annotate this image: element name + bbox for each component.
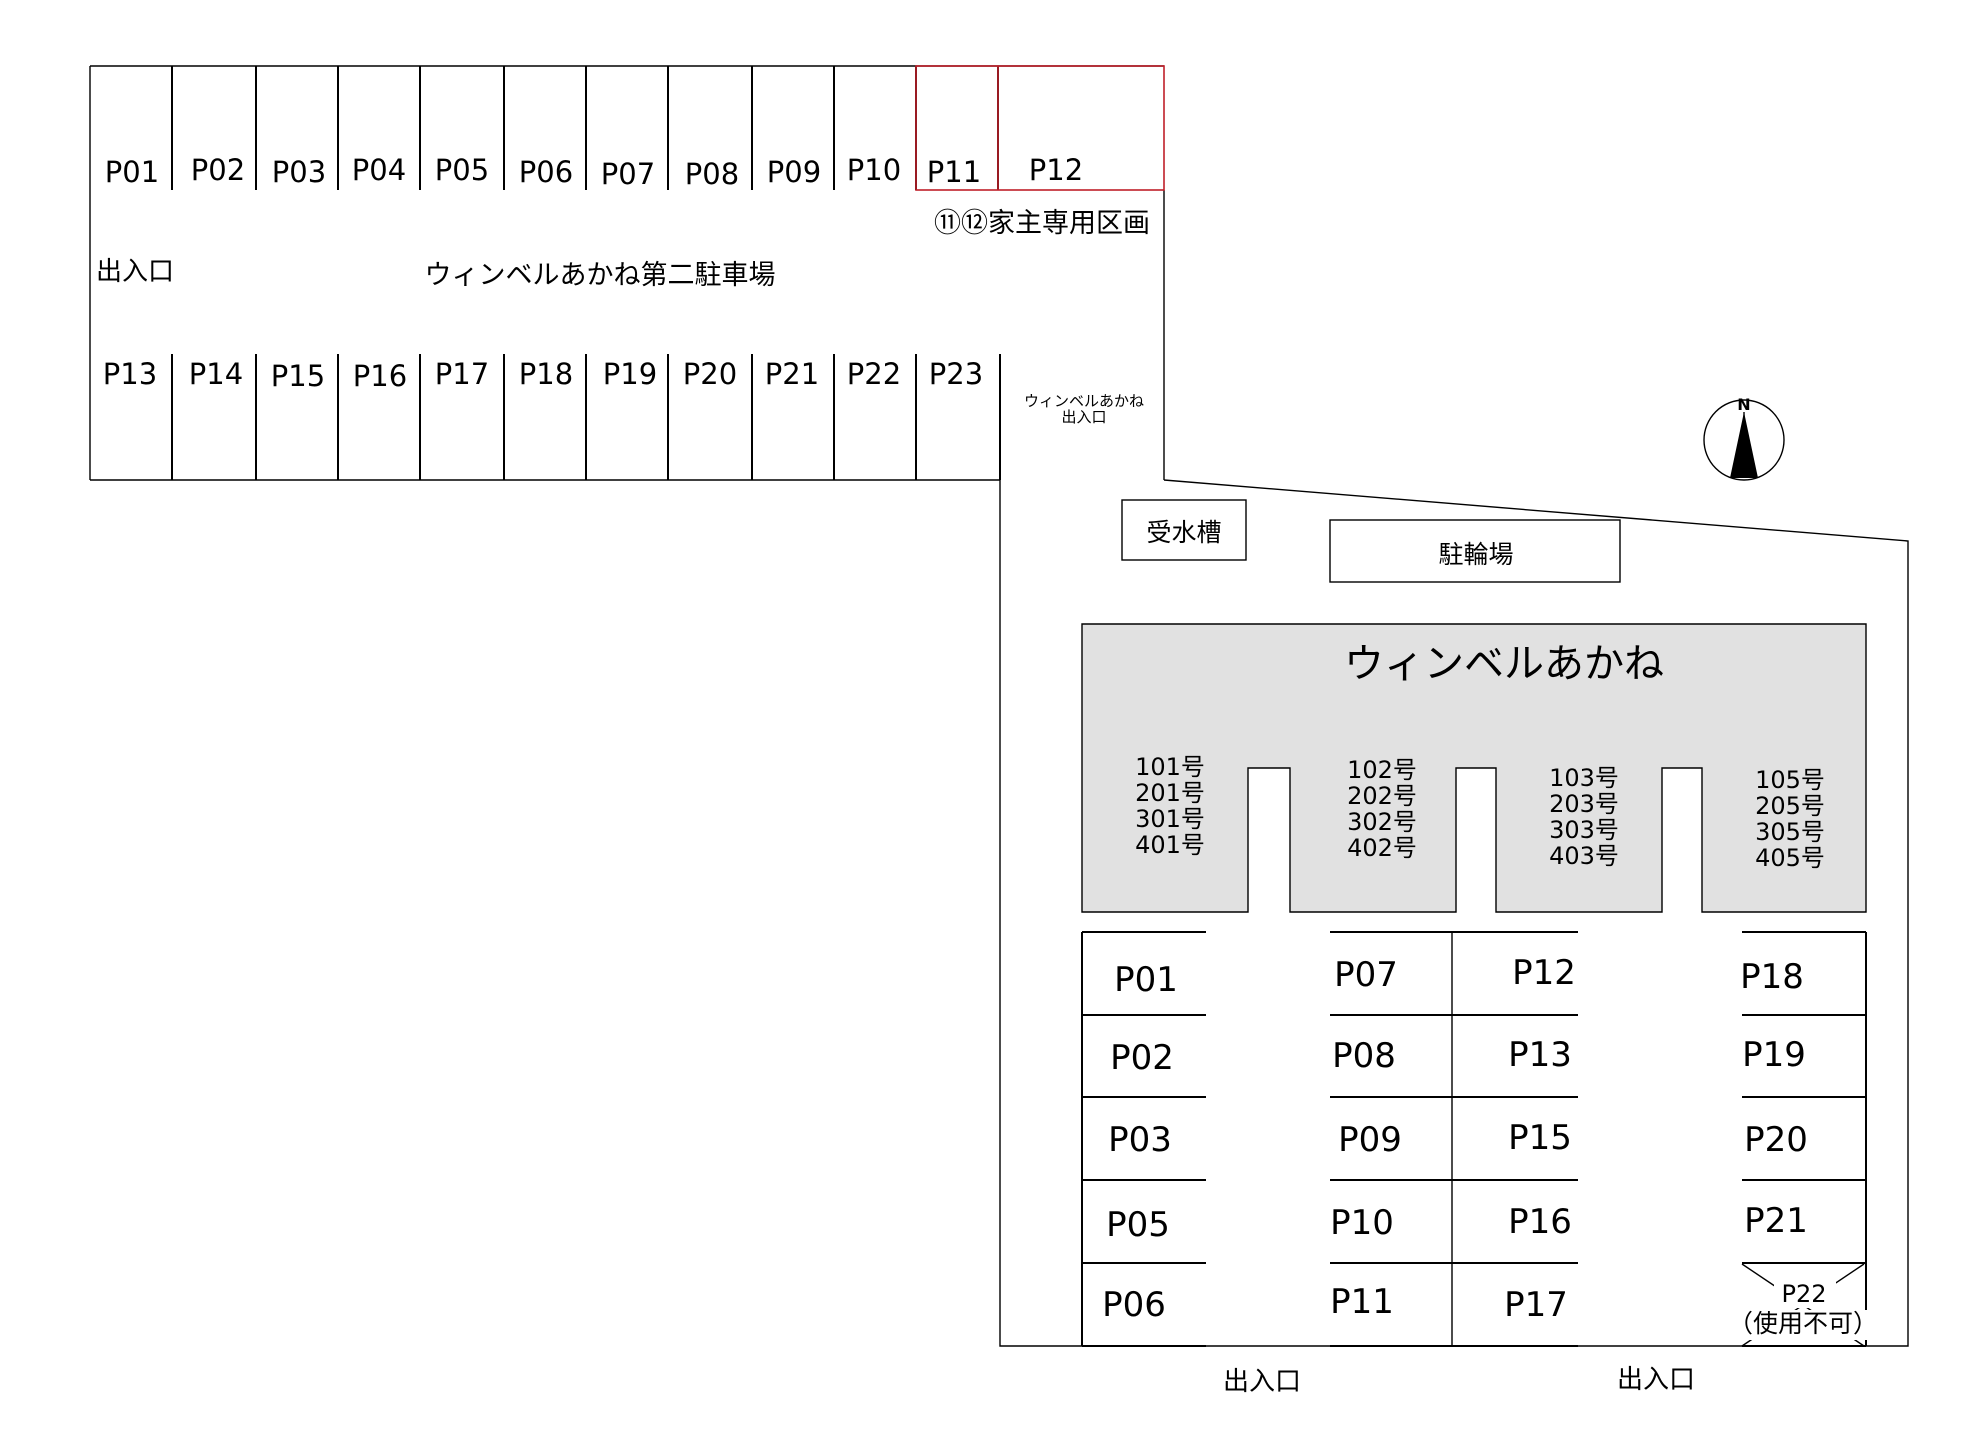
unit-label: 101号	[1135, 753, 1205, 781]
main-site: 受水槽 駐輪場 ウィンベルあかね 101号 201号 301号 401号 102…	[999, 479, 1909, 1397]
lot2-stall-label: P18	[519, 357, 573, 391]
site-boundary	[999, 479, 1909, 1347]
p22-label-bg	[1774, 1282, 1836, 1308]
north-compass-icon: N	[1703, 395, 1785, 481]
site-stall-label: P06	[1102, 1285, 1166, 1325]
site-stall-label: P19	[1742, 1035, 1806, 1075]
site-stall-label: P07	[1334, 955, 1398, 995]
water-tank-label: 受水槽	[1146, 518, 1221, 547]
unit-label: 401号	[1135, 831, 1205, 859]
unit-group: 105号 205号 305号 405号	[1755, 766, 1825, 872]
water-tank-box	[1121, 499, 1247, 561]
building-entrance-label: 出入口	[1061, 408, 1106, 426]
entrance-right-label: 出入口	[1617, 1365, 1695, 1395]
site-stall-label: P12	[1512, 953, 1576, 993]
p22-unavailable-note: （使用不可）	[1728, 1309, 1878, 1338]
lot2-stall-label: P09	[767, 155, 821, 189]
site-stall-label: P17	[1504, 1285, 1568, 1325]
unit-group: 101号 201号 301号 401号	[1135, 753, 1205, 859]
unit-group: 103号 203号 303号 403号	[1549, 764, 1619, 870]
lot2-stall-label: P23	[929, 357, 983, 391]
lot2-stall-label: P20	[683, 357, 737, 391]
bottom-row-dividers	[171, 354, 1001, 480]
compass-north-label: N	[1737, 395, 1750, 414]
site-stall-label: P05	[1106, 1205, 1170, 1245]
lot2-stall-label: P14	[189, 357, 243, 391]
parking-column-4: P18 P19 P20 P21 P22 （使用不可）	[1728, 957, 1878, 1338]
unit-label: 203号	[1549, 790, 1619, 818]
lot2-stall-label: P10	[847, 153, 901, 187]
bicycle-parking-label: 駐輪場	[1438, 540, 1513, 569]
unit-label: 102号	[1347, 756, 1417, 784]
lot2-stall-label: P04	[352, 153, 406, 187]
site-stall-label: P13	[1508, 1035, 1572, 1075]
bottom-row-labels: P13 P14 P15 P16 P17 P18 P19 P20 P21 P22 …	[103, 357, 983, 393]
entrance-left-label: 出入口	[1223, 1367, 1301, 1397]
lot2-stall-label: P16	[353, 359, 407, 393]
unit-label: 403号	[1549, 842, 1619, 870]
unit-label: 202号	[1347, 782, 1417, 810]
lot2-stall-label: P19	[603, 357, 657, 391]
lot2-stall-label: P05	[435, 153, 489, 187]
lot2-stall-label: P12	[1029, 153, 1083, 187]
lot2-stall-label: P01	[105, 155, 159, 189]
second-lot-entrance-label: 出入口	[96, 257, 174, 287]
lot2-stall-label: P02	[191, 153, 245, 187]
unit-label: 201号	[1135, 779, 1205, 807]
parking-column-1: P01 P02 P03 P05 P06	[1102, 960, 1178, 1325]
unit-label: 301号	[1135, 805, 1205, 833]
building-entrance-label: ウィンベルあかね	[1024, 392, 1144, 410]
lot2-stall-label: P22	[847, 357, 901, 391]
parking-column-3: P12 P13 P15 P16 P17	[1504, 953, 1576, 1325]
lot2-stall-label: P11	[927, 155, 981, 189]
site-stall-label: P03	[1108, 1120, 1172, 1160]
site-stall-label: P18	[1740, 957, 1804, 997]
lot2-stall-label: P13	[103, 357, 157, 391]
site-stall-label: P21	[1744, 1201, 1808, 1241]
unit-label: 405号	[1755, 844, 1825, 872]
lot2-stall-label: P15	[271, 359, 325, 393]
site-stall-label: P20	[1744, 1120, 1808, 1160]
site-stall-label: P15	[1508, 1118, 1572, 1158]
site-stall-label: P11	[1330, 1282, 1394, 1322]
compass-circle	[1703, 399, 1785, 481]
lot2-stall-label: P21	[765, 357, 819, 391]
site-stall-label: P01	[1114, 960, 1178, 1000]
landlord-reserved-note: ⑪⑫家主専用区画	[934, 208, 1150, 239]
site-stall-label: P02	[1110, 1038, 1174, 1078]
p22-note-bg	[1736, 1310, 1870, 1340]
p22-label: P22	[1781, 1280, 1826, 1308]
bicycle-parking-box	[1329, 519, 1621, 583]
apartment-building	[1081, 623, 1867, 913]
unit-label: 105号	[1755, 766, 1825, 794]
site-stall-label: P08	[1332, 1036, 1396, 1076]
building-name: ウィンベルあかね	[1344, 641, 1664, 687]
unit-label: 402号	[1347, 834, 1417, 862]
unit-label: 205号	[1755, 792, 1825, 820]
top-row-labels: P01 P02 P03 P04 P05 P06 P07 P08 P09 P10 …	[105, 153, 1083, 191]
second-parking-lot: P01 P02 P03 P04 P05 P06 P07 P08 P09 P10 …	[89, 65, 1165, 481]
unit-label: 305号	[1755, 818, 1825, 846]
lot2-stall-label: P08	[685, 157, 739, 191]
site-parking-grid	[1081, 931, 1867, 1347]
lot2-stall-label: P17	[435, 357, 489, 391]
unit-group: 102号 202号 302号 402号	[1347, 756, 1417, 862]
site-stall-label: P10	[1330, 1203, 1394, 1243]
second-lot-name: ウィンベルあかね第二駐車場	[425, 260, 776, 291]
landlord-reserved-area	[915, 65, 1165, 191]
unit-label: 303号	[1549, 816, 1619, 844]
lot2-stall-label: P06	[519, 155, 573, 189]
lot2-stall-label: P07	[601, 157, 655, 191]
site-stall-label: P09	[1338, 1120, 1402, 1160]
parking-column-2: P07 P08 P09 P10 P11	[1330, 955, 1402, 1322]
site-stall-label: P16	[1508, 1202, 1572, 1242]
lot2-stall-label: P03	[272, 155, 326, 189]
unit-label: 103号	[1549, 764, 1619, 792]
unit-label: 302号	[1347, 808, 1417, 836]
